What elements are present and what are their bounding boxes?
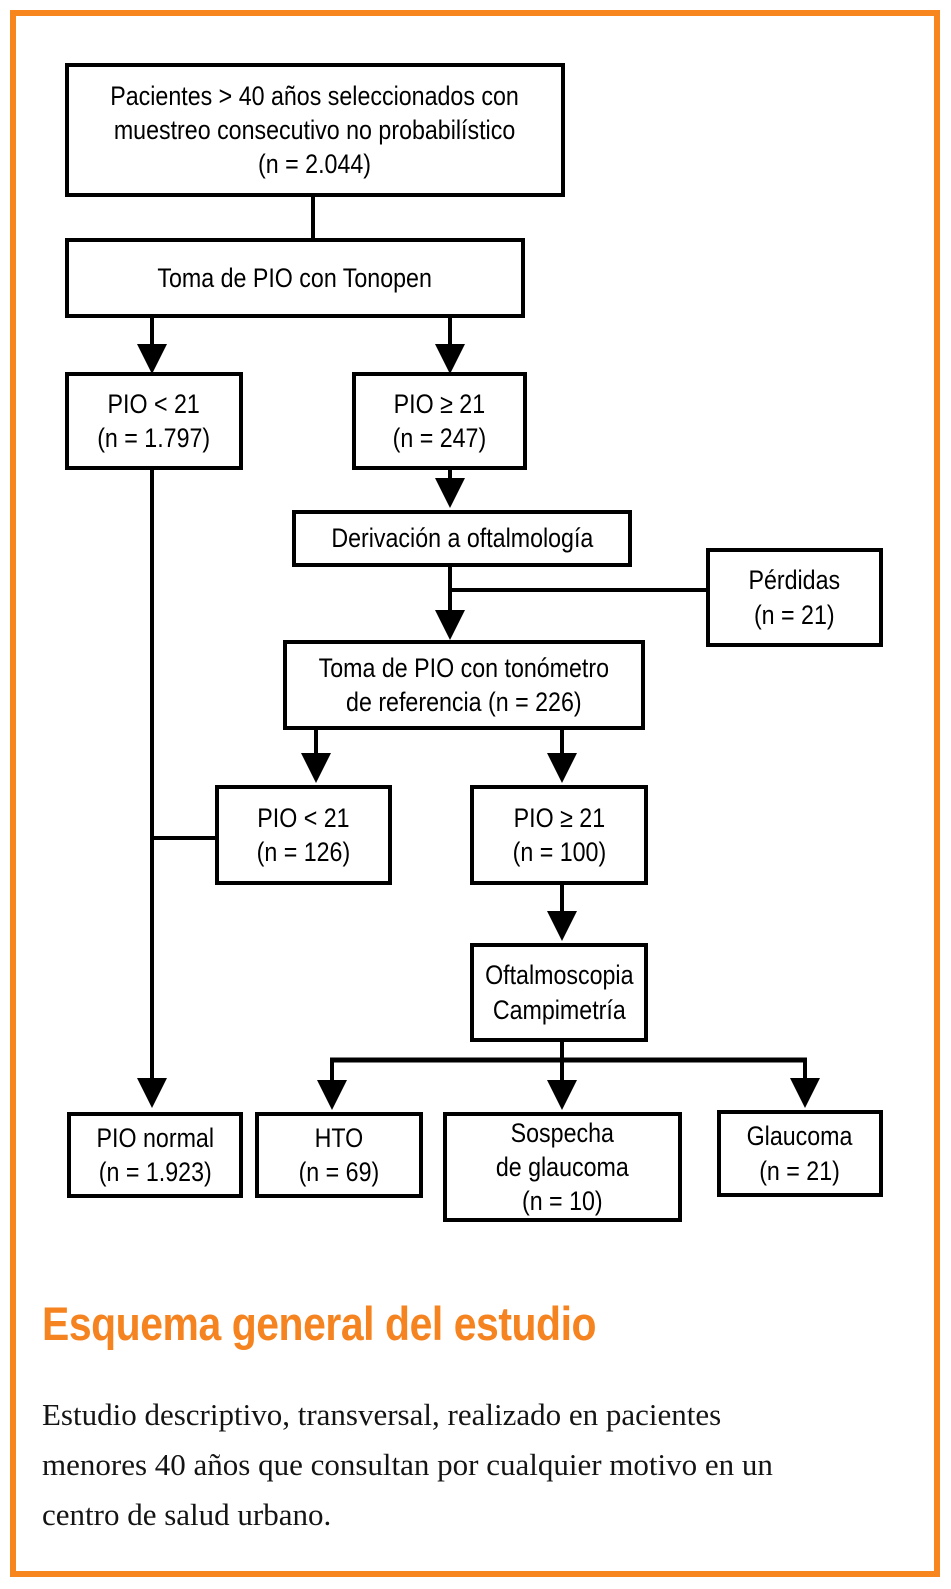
node-patients: Pacientes > 40 años seleccionados con mu… xyxy=(65,63,565,197)
node-oftalmoscopia-label: Oftalmoscopia Campimetría xyxy=(484,960,634,1025)
node-hto: HTO (n = 69) xyxy=(255,1112,423,1198)
node-pio-lt21-ref-label: PIO < 21 (n = 126) xyxy=(256,802,351,867)
node-sospecha: Sospecha de glaucoma (n = 10) xyxy=(443,1112,682,1222)
node-pio-lt21-ref: PIO < 21 (n = 126) xyxy=(215,785,392,885)
node-tonopen-label: Toma de PIO con Tonopen xyxy=(157,262,433,293)
node-hto-label: HTO (n = 69) xyxy=(298,1122,380,1187)
connector-tonometro-to-pio-ge21-ref xyxy=(547,730,577,783)
connector-tonopen-to-pio-ge21 xyxy=(435,318,465,374)
figure-description: Estudio descriptivo, transversal, realiz… xyxy=(42,1397,773,1533)
node-glaucoma: Glaucoma (n = 21) xyxy=(717,1110,883,1197)
node-pio-normal-label: PIO normal (n = 1.923) xyxy=(96,1122,214,1187)
connector-tonopen-to-pio-lt21 xyxy=(137,318,167,374)
connector-tonometro-to-pio-lt21-ref xyxy=(301,730,331,783)
node-pio-lt21-tonopen-label: PIO < 21 (n = 1.797) xyxy=(97,388,211,453)
node-derivacion-label: Derivación a oftalmología xyxy=(330,523,594,554)
figure-title: Esquema general del estudio xyxy=(42,1297,597,1350)
node-pio-lt21-tonopen: PIO < 21 (n = 1.797) xyxy=(65,372,243,470)
node-pio-normal: PIO normal (n = 1.923) xyxy=(67,1112,243,1198)
connector-pio-ge21-ref-to-oftalmoscopia xyxy=(547,885,577,941)
node-perdidas-label: Pérdidas (n = 21) xyxy=(748,565,841,630)
node-tonometro: Toma de PIO con tonómetro de referencia … xyxy=(283,640,645,730)
node-glaucoma-label: Glaucoma (n = 21) xyxy=(747,1121,853,1186)
node-pio-ge21-tonopen-label: PIO ≥ 21 (n = 247) xyxy=(392,388,487,453)
node-tonopen: Toma de PIO con Tonopen xyxy=(65,238,525,318)
connector-pio-ge21-to-derivacion xyxy=(435,470,465,508)
node-tonometro-label: Toma de PIO con tonómetro de referencia … xyxy=(318,652,610,717)
node-oftalmoscopia: Oftalmoscopia Campimetría xyxy=(470,943,648,1042)
node-pio-ge21-tonopen: PIO ≥ 21 (n = 247) xyxy=(352,372,527,470)
connector-oftalmoscopia-branch xyxy=(317,1042,820,1110)
node-perdidas: Pérdidas (n = 21) xyxy=(706,548,883,647)
node-patients-label: Pacientes > 40 años seleccionados con mu… xyxy=(110,80,520,179)
connector-lt21-to-pio-normal xyxy=(137,470,217,1108)
node-derivacion: Derivación a oftalmología xyxy=(292,510,632,567)
node-pio-ge21-ref: PIO ≥ 21 (n = 100) xyxy=(470,785,648,885)
connector-derivacion-to-tonometro xyxy=(435,567,465,640)
node-pio-ge21-ref-label: PIO ≥ 21 (n = 100) xyxy=(512,802,606,867)
node-sospecha-label: Sospecha de glaucoma (n = 10) xyxy=(496,1117,629,1217)
